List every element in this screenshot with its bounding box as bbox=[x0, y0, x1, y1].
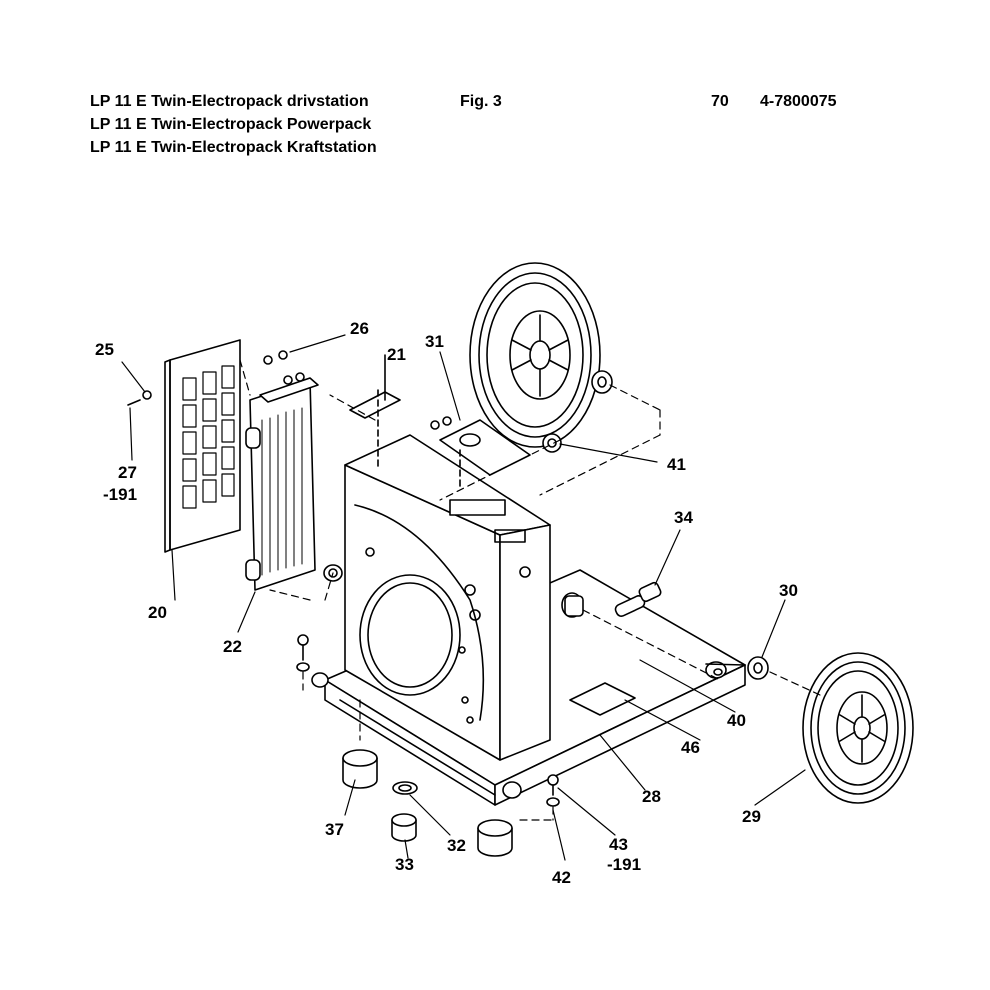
callout-42: 42 bbox=[552, 868, 571, 887]
callout-32: 32 bbox=[447, 836, 466, 855]
callout-22: 22 bbox=[223, 637, 242, 656]
grille-panel bbox=[164, 339, 241, 553]
callout-28: 28 bbox=[642, 787, 661, 806]
page-number: 70 bbox=[711, 93, 729, 110]
callout-46: 46 bbox=[681, 738, 700, 757]
oil-cooler bbox=[245, 372, 319, 591]
callout-40: 40 bbox=[727, 711, 746, 730]
title-line-3: LP 11 E Twin-Electropack Kraftstation bbox=[90, 139, 377, 156]
wheel-rear bbox=[469, 262, 601, 448]
callout-41: 41 bbox=[667, 455, 686, 474]
wheel-front bbox=[802, 652, 914, 804]
callout-27: 27 bbox=[118, 463, 137, 482]
callout-25: 25 bbox=[95, 340, 114, 359]
cover-plate bbox=[439, 419, 531, 476]
rubber-foot-2 bbox=[477, 819, 513, 857]
callout-43: 43 bbox=[609, 835, 628, 854]
callout-26: 26 bbox=[350, 319, 369, 338]
callout-34: 34 bbox=[674, 508, 693, 527]
callout-20: 20 bbox=[148, 603, 167, 622]
callout-37: 37 bbox=[325, 820, 344, 839]
title-line-2: LP 11 E Twin-Electropack Powerpack bbox=[90, 116, 372, 133]
figure-number: Fig. 3 bbox=[460, 93, 502, 110]
bracket bbox=[349, 391, 401, 419]
rubber-foot bbox=[342, 749, 378, 789]
data-plate bbox=[569, 682, 636, 716]
callout-30: 30 bbox=[779, 581, 798, 600]
callout-21: 21 bbox=[387, 345, 406, 364]
callout-43-191: -191 bbox=[607, 855, 641, 874]
callout-33: 33 bbox=[395, 855, 414, 874]
title-line-1: LP 11 E Twin-Electropack drivstation bbox=[90, 93, 369, 110]
callout-31: 31 bbox=[425, 332, 444, 351]
document-number: 4-7800075 bbox=[760, 93, 837, 110]
callout-29: 29 bbox=[742, 807, 761, 826]
main-housing bbox=[344, 434, 551, 761]
callout-27-191: -191 bbox=[103, 485, 137, 504]
